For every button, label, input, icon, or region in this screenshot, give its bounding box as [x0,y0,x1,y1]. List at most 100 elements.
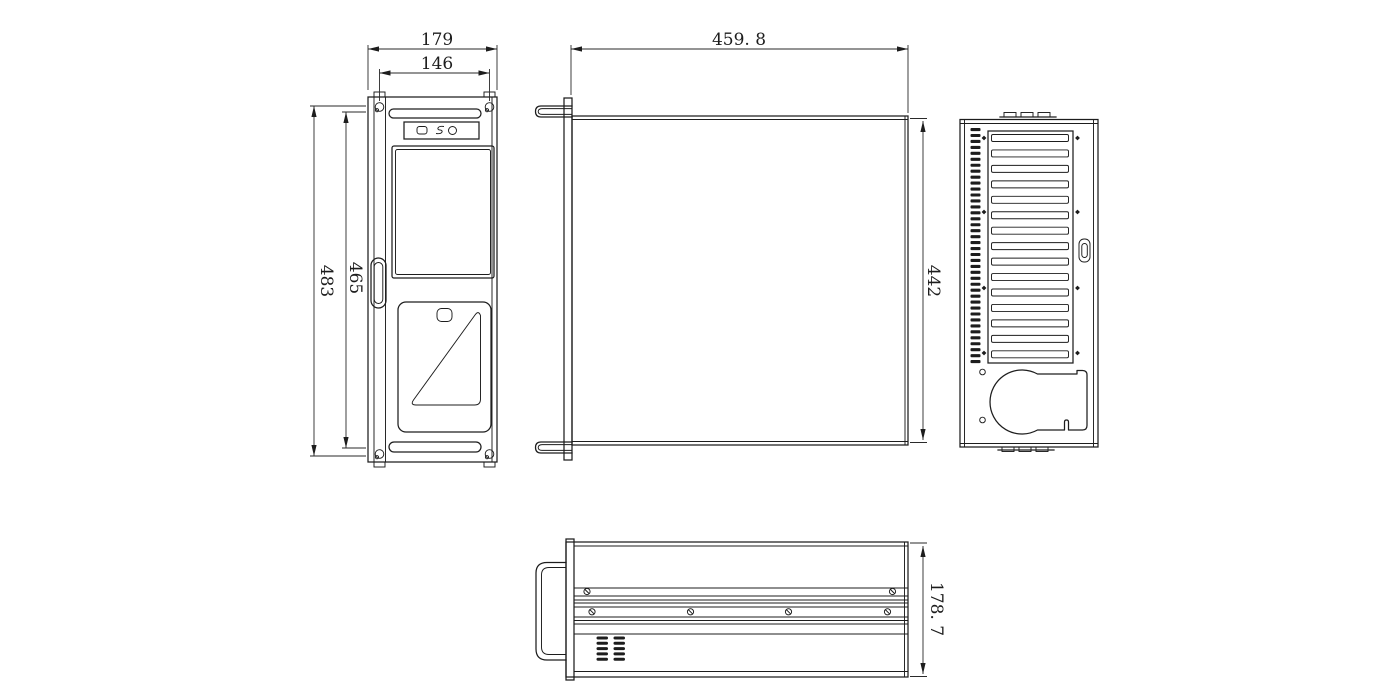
vent-slat [970,342,981,346]
mount-ear [483,461,496,468]
expansion-slot [991,149,1069,158]
vent-slat [970,318,981,322]
front-panel-outline [367,96,498,463]
vent-slat [970,306,981,310]
vent-slat [970,175,981,179]
vent-slat [970,223,981,227]
vent-slat [970,288,981,292]
power-led-icon [448,126,457,135]
vent-slat [970,294,981,298]
vent-slat [970,258,981,262]
expansion-slot [991,242,1069,251]
vent-slat [970,169,981,173]
rear-outline [959,118,1099,448]
side-vent-slot [613,647,625,651]
serial-port-icon [1078,238,1091,263]
side-vent-slot [613,641,625,645]
expansion-slot [991,273,1069,282]
side-vent-slot [613,636,625,640]
dim-side-height: 178. 7 [910,542,946,677]
side-handle [535,561,567,661]
vent-slat [970,247,981,251]
dim-front-width: 179 [367,30,498,90]
vent-slat [970,282,981,286]
expansion-slot [991,180,1069,189]
top-view-handle-lower [534,441,573,454]
vent-slat [970,276,981,280]
top-vent-slot [388,108,482,119]
expansion-slot [991,350,1069,359]
vent-slat [970,360,981,364]
expansion-slot [991,164,1069,173]
expansion-slot [991,334,1069,343]
dim-label-front-inner-height: 465 [345,262,365,294]
vent-slat [970,193,981,197]
rear-bottom-tabs [997,446,1055,452]
vent-slat [970,139,981,143]
vent-slat [970,300,981,304]
control-plate [403,121,480,140]
vent-slat [970,354,981,358]
vent-slat [970,324,981,328]
vent-slat [970,211,981,215]
vent-slat [970,163,981,167]
expansion-slot [991,288,1069,297]
bottom-vent-slot [388,441,482,453]
rear-expansion-slots [991,134,1069,359]
vent-slat [970,252,981,257]
vent-slat [970,217,981,221]
door-swing-mark [411,312,481,406]
expansion-slot [991,303,1069,312]
side-screws [583,587,897,616]
top-body-outline [571,115,909,446]
side-vent-slot [596,652,608,656]
expansion-slot [991,211,1069,220]
dim-front-hole-span: 146 [379,54,490,101]
door-lock-icon [436,308,453,322]
top-view-handle-upper [534,105,573,118]
dim-front-height: 483 [310,105,366,457]
front-door [397,301,492,433]
dim-top-width: 442 [910,118,943,443]
front-view: 179 146 483 465 [310,30,498,468]
mount-holes [374,102,495,460]
rear-vent-slats [970,128,981,364]
side-vent-slots [596,636,625,661]
vent-slat [970,264,981,268]
rear-top-tabs [999,112,1057,118]
expansion-slot [991,226,1069,235]
vent-slat [970,270,981,274]
vent-slat [970,199,981,203]
vent-slat [970,336,981,340]
vent-slat [970,187,981,191]
side-front-flange [565,538,575,681]
side-outline [565,541,909,678]
psu-cutout [989,369,1088,435]
vent-slat [970,145,981,149]
dim-label-side-height: 178. 7 [926,582,946,636]
vent-slat [970,133,981,138]
dim-label-front-hole-span: 146 [421,54,453,74]
vent-slat [970,235,981,239]
dim-top-depth: 459. 8 [570,30,909,113]
rear-view [959,112,1099,452]
vent-slat [970,330,981,334]
top-view: 459. 8 442 [534,30,943,461]
reset-icon [435,125,445,135]
side-vent-slot [596,641,608,645]
vent-slat [970,205,981,209]
side-vent-slot [613,657,625,661]
psu-screw-hole [979,416,986,424]
expansion-slot [991,195,1069,204]
side-view: 178. 7 [535,538,946,681]
expansion-slot [991,319,1069,328]
vent-slat [970,181,981,185]
dim-label-top-width: 442 [923,265,943,297]
front-handle [370,257,387,309]
vent-slat [970,241,981,245]
side-vent-slot [596,636,608,640]
vent-slat [970,157,981,161]
vent-slat [970,312,981,316]
